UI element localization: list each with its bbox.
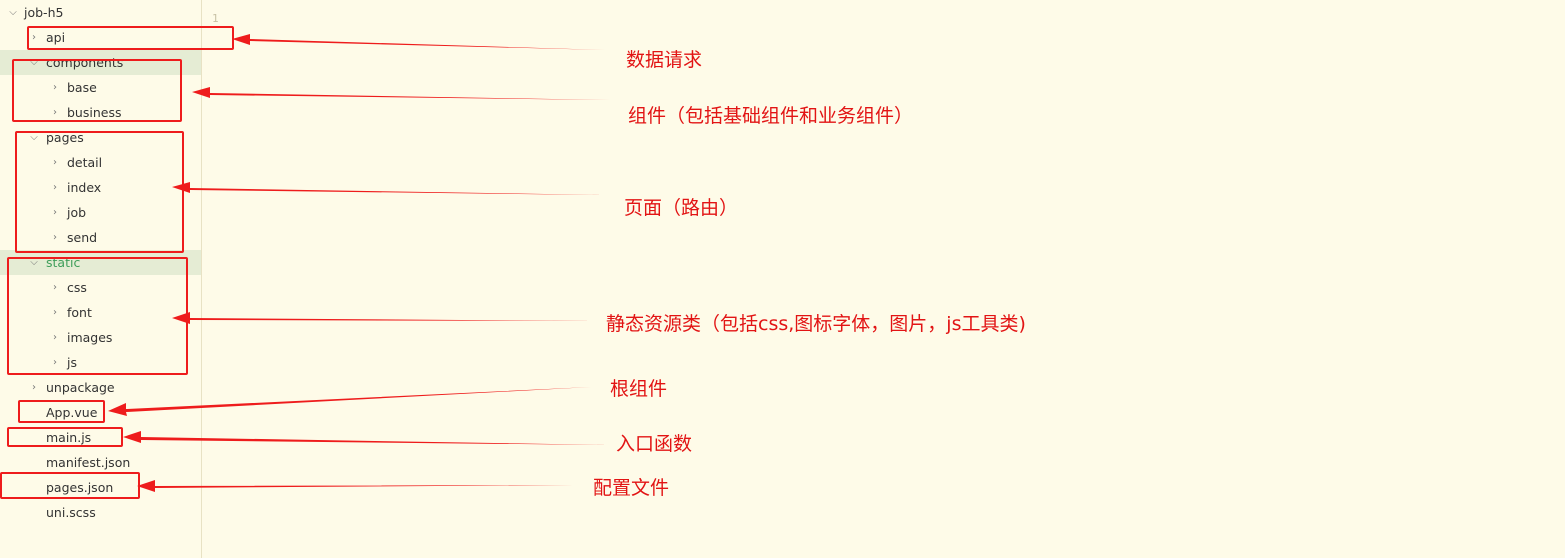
arrow-pages-json: [137, 480, 574, 492]
highlight-box-api: [27, 26, 234, 50]
tree-item-label: components: [46, 55, 124, 70]
highlight-box-app-vue: [18, 400, 105, 423]
chevron-down-icon[interactable]: ⌵: [30, 257, 38, 268]
editor-line-number: 1: [212, 12, 219, 25]
tree-item-label: send: [67, 230, 98, 245]
chevron-right-icon[interactable]: ›: [53, 182, 57, 193]
chevron-down-icon[interactable]: ⌵: [9, 7, 17, 18]
file-explorer: ⌵ job-h5 › api ⌵ components › base › bus…: [0, 0, 202, 558]
chevron-right-icon[interactable]: ›: [53, 107, 57, 118]
tree-root-label: job-h5: [24, 5, 64, 20]
tree-folder-index[interactable]: › index: [0, 175, 201, 200]
tree-item-label: job: [67, 205, 87, 220]
tree-item-label: unpackage: [46, 380, 115, 395]
chevron-right-icon[interactable]: ›: [32, 32, 36, 43]
tree-item-label: detail: [67, 155, 103, 170]
tree-item-label: uni.scss: [46, 505, 96, 520]
arrow-components: [192, 87, 610, 100]
tree-item-label: font: [67, 305, 92, 320]
tree-folder-js[interactable]: › js: [0, 350, 201, 375]
annotation-pages: 页面（路由）: [624, 197, 739, 219]
tree-item-label: main.js: [46, 430, 92, 445]
annotation-pages-json: 配置文件: [593, 477, 670, 499]
chevron-right-icon[interactable]: ›: [53, 332, 57, 343]
tree-item-label: business: [67, 105, 122, 120]
highlight-box-components: [12, 59, 182, 122]
tree-root-folder[interactable]: ⌵ job-h5: [0, 0, 201, 25]
chevron-right-icon[interactable]: ›: [32, 382, 36, 393]
tree-folder-send[interactable]: › send: [0, 225, 201, 250]
chevron-down-icon[interactable]: ⌵: [30, 132, 38, 143]
tree-folder-css[interactable]: › css: [0, 275, 201, 300]
arrow-pages: [172, 182, 603, 195]
tree-folder-font[interactable]: › font: [0, 300, 201, 325]
tree-folder-images[interactable]: › images: [0, 325, 201, 350]
arrow-api: [232, 34, 605, 50]
tree-folder-api[interactable]: › api: [0, 25, 201, 50]
tree-item-label: manifest.json: [46, 455, 131, 470]
chevron-right-icon[interactable]: ›: [53, 207, 57, 218]
tree-file-main-js[interactable]: main.js: [0, 425, 201, 450]
annotation-static: 静态资源类（包括css,图标字体，图片，js工具类): [606, 313, 1026, 335]
chevron-right-icon[interactable]: ›: [53, 157, 57, 168]
tree-file-pages-json[interactable]: pages.json: [0, 475, 201, 500]
highlight-box-main-js: [7, 427, 123, 447]
tree-item-label: pages: [46, 130, 84, 145]
tree-folder-detail[interactable]: › detail: [0, 150, 201, 175]
chevron-right-icon[interactable]: ›: [53, 82, 57, 93]
tree-item-label: base: [67, 80, 97, 95]
chevron-right-icon[interactable]: ›: [53, 282, 57, 293]
tree-item-label: App.vue: [46, 405, 98, 420]
tree-item-label: images: [67, 330, 113, 345]
tree-folder-base[interactable]: › base: [0, 75, 201, 100]
arrow-static: [172, 312, 596, 324]
chevron-right-icon[interactable]: ›: [53, 232, 57, 243]
annotation-components: 组件（包括基础组件和业务组件）: [628, 105, 914, 127]
chevron-right-icon[interactable]: ›: [53, 357, 57, 368]
tree-item-label: css: [67, 280, 87, 295]
chevron-right-icon[interactable]: ›: [53, 307, 57, 318]
tree-folder-job[interactable]: › job: [0, 200, 201, 225]
annotation-main-js: 入口函数: [616, 433, 693, 455]
tree-item-label: pages.json: [46, 480, 114, 495]
tree-item-label: index: [67, 180, 102, 195]
annotation-api: 数据请求: [626, 49, 703, 71]
annotation-app-vue: 根组件: [610, 378, 668, 400]
tree-folder-pages[interactable]: ⌵ pages: [0, 125, 201, 150]
tree-folder-components[interactable]: ⌵ components: [0, 50, 201, 75]
tree-file-manifest-json[interactable]: manifest.json: [0, 450, 201, 475]
tree-item-label: js: [67, 355, 77, 370]
tree-item-label: api: [46, 30, 66, 45]
tree-folder-unpackage[interactable]: › unpackage: [0, 375, 201, 400]
arrow-app-vue: [108, 387, 591, 416]
arrow-main-js: [123, 431, 608, 445]
chevron-down-icon[interactable]: ⌵: [30, 57, 38, 68]
highlight-box-pages: [15, 131, 184, 253]
tree-file-app-vue[interactable]: App.vue: [0, 400, 201, 425]
tree-file-uni-scss[interactable]: uni.scss: [0, 500, 201, 525]
tree-folder-business[interactable]: › business: [0, 100, 201, 125]
